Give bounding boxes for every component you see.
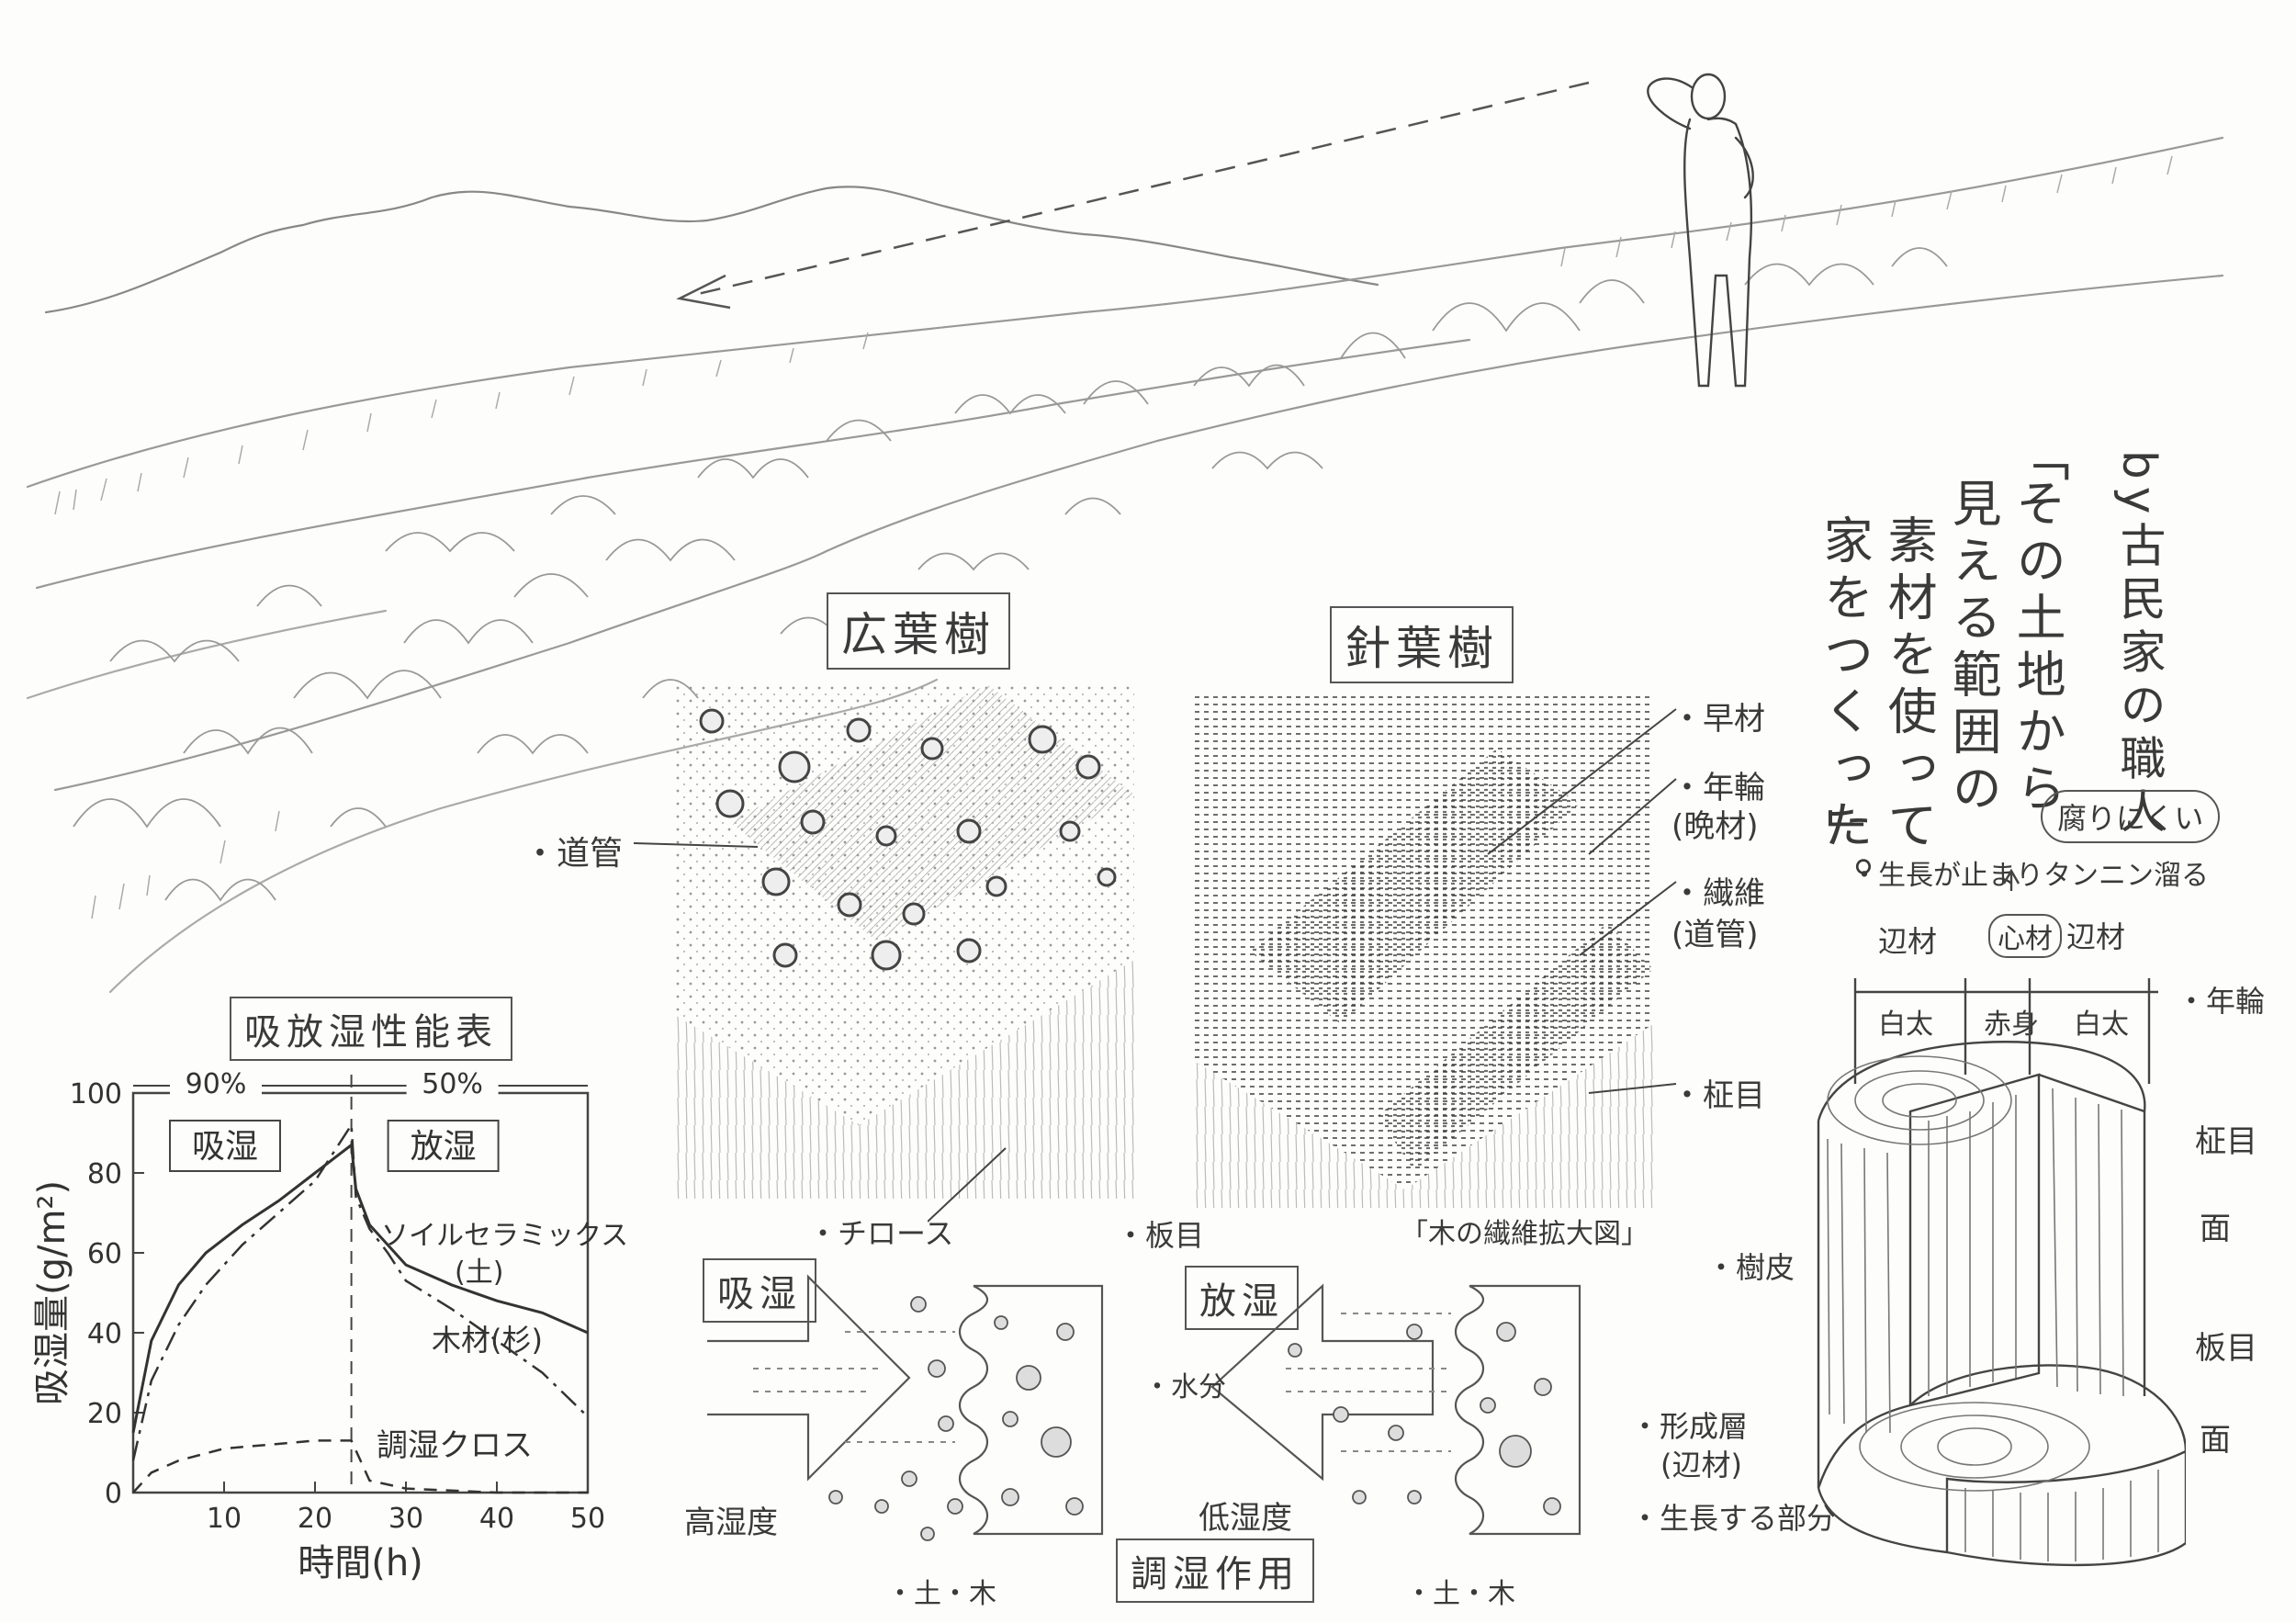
- quote-line-1: その土地から: [2008, 478, 2066, 819]
- series-line-2: [132, 1439, 588, 1494]
- label-ring-sub: (晩材): [1671, 808, 1759, 845]
- phase-left-box: [169, 1120, 281, 1172]
- quote-line-4: 家をつくった。: [1815, 514, 1874, 913]
- label-cambium-sub: (辺材): [1660, 1448, 1742, 1482]
- absorb-wall: [959, 1284, 1104, 1536]
- quote-line-2: 見える範囲の: [1943, 478, 2002, 819]
- label-heartwood: 心材: [1988, 914, 2062, 958]
- label-log-ring: ・年輪: [2177, 984, 2266, 1019]
- label-bark: ・樹皮: [1706, 1250, 1795, 1285]
- x-tick-label: 30: [388, 1503, 423, 1535]
- phase-left-label: 吸湿: [192, 1128, 258, 1166]
- label-material-release: ・土・木: [1405, 1578, 1515, 1610]
- landscape-sketch: [26, 73, 2224, 994]
- release-wall: [1455, 1284, 1581, 1536]
- y-tick-label: 60: [87, 1238, 122, 1270]
- label-flat-face-2: 面: [2200, 1422, 2231, 1459]
- label-flat-face-1: 板目: [2195, 1330, 2257, 1367]
- label-cellulose: ・チロース: [808, 1216, 954, 1251]
- series-label-soil-sub: (土): [455, 1257, 503, 1289]
- series-label-cloth: 調湿クロス: [377, 1427, 533, 1464]
- phase-right-box: [387, 1120, 500, 1172]
- label-straight-face-1: 柾目: [2195, 1123, 2257, 1160]
- label-flat-grain: ・板目: [1116, 1218, 1205, 1253]
- absorb-arrow: [707, 1274, 911, 1482]
- label-vessel: ・道管: [523, 835, 624, 873]
- mountain-ridge: [44, 186, 1379, 314]
- log-cross-section: [1817, 868, 2186, 1567]
- label-straight-face-2: 面: [2200, 1211, 2231, 1247]
- x-tick-label: 10: [207, 1503, 242, 1535]
- label-growth-stop: ・生長が止まりタンニン溜る: [1851, 860, 2209, 892]
- label-growing-part: ・生長する部分: [1630, 1501, 1837, 1536]
- series-line-1: [131, 1121, 589, 1461]
- release-arrow: [1210, 1283, 1435, 1482]
- phase-right-label: 放湿: [411, 1128, 477, 1166]
- humidity-diagram: [707, 1274, 1581, 1541]
- x-tick-label: 20: [298, 1503, 332, 1535]
- y-tick-label: 40: [87, 1318, 122, 1350]
- rot-resistant-badge: 腐りにくい: [2041, 790, 2221, 843]
- sight-line: [697, 81, 1590, 296]
- chart-frame: [131, 1091, 590, 1494]
- label-material-absorb: ・土・木: [886, 1578, 996, 1610]
- rh-right-bg: [406, 1065, 499, 1102]
- y-tick-label: 20: [87, 1398, 122, 1430]
- label-ring: ・年輪: [1671, 770, 1765, 806]
- fiber-caption: 「木の繊維拡大図」: [1401, 1218, 1649, 1250]
- humidity-caption: 調湿作用: [1116, 1538, 1314, 1603]
- label-sapwood-left: 辺材: [1878, 924, 1938, 959]
- label-white-right: 白太: [2074, 1009, 2129, 1041]
- label-fiber: ・繊維: [1671, 875, 1765, 912]
- rh-left-label: 90%: [186, 1068, 247, 1100]
- quote-line-3: 素材を使って: [1879, 514, 1938, 856]
- y-tick-label: 100: [70, 1078, 122, 1110]
- quote-author: by古民家の職人: [2112, 450, 2167, 841]
- person-figure: [1647, 73, 1754, 388]
- leader-vessel: [634, 842, 759, 848]
- y-axis-label: 吸湿量(g/m²): [31, 1180, 73, 1405]
- chart-title: 吸放湿性能表: [230, 997, 512, 1061]
- sight-arrow: [676, 274, 731, 310]
- series-label-soil: ソイルセラミックス: [381, 1220, 628, 1252]
- rh-left-bg: [170, 1065, 262, 1102]
- rh-right-label: 50%: [422, 1068, 483, 1100]
- label-water: ・水分: [1143, 1371, 1226, 1403]
- hardwood-title: 広葉樹: [827, 592, 1010, 670]
- label-high-humidity: 高湿度: [684, 1505, 778, 1541]
- x-tick-label: 40: [479, 1503, 514, 1535]
- quote-open: 「: [2011, 432, 2070, 489]
- label-earlywood: ・早材: [1671, 701, 1765, 738]
- x-axis-label: 時間(h): [298, 1542, 423, 1584]
- quote-close: 」: [1818, 808, 1877, 865]
- softwood-leaders: [1487, 708, 1677, 1094]
- series-line-0: [131, 1142, 589, 1434]
- label-straight-grain: ・柾目: [1671, 1077, 1765, 1114]
- absorb-label: 吸湿: [703, 1258, 816, 1323]
- y-tick-label: 0: [105, 1478, 122, 1510]
- label-white-left: 白太: [1878, 1009, 1933, 1041]
- label-sapwood-right: 辺材: [2066, 919, 2126, 954]
- label-fiber-sub: (道管): [1671, 917, 1759, 953]
- softwood-fiber-texture: [1194, 693, 1653, 1208]
- leader-cellulose: [928, 1147, 1007, 1223]
- softwood-title: 針葉樹: [1330, 606, 1514, 683]
- humidity-chart: 0 20 40 60 80 100 10 20 30 40 50 時間(h) 吸湿量(g/m²) 90% 5…: [31, 1065, 628, 1584]
- label-low-humidity: 低湿度: [1199, 1500, 1292, 1537]
- hardwood-fiber-texture: [675, 684, 1134, 1199]
- x-tick-label: 50: [570, 1503, 605, 1535]
- y-tick-label: 80: [87, 1158, 122, 1190]
- label-cambium: ・形成層: [1630, 1409, 1749, 1444]
- series-label-wood: 木材(杉): [432, 1323, 543, 1358]
- release-label: 放湿: [1185, 1266, 1299, 1330]
